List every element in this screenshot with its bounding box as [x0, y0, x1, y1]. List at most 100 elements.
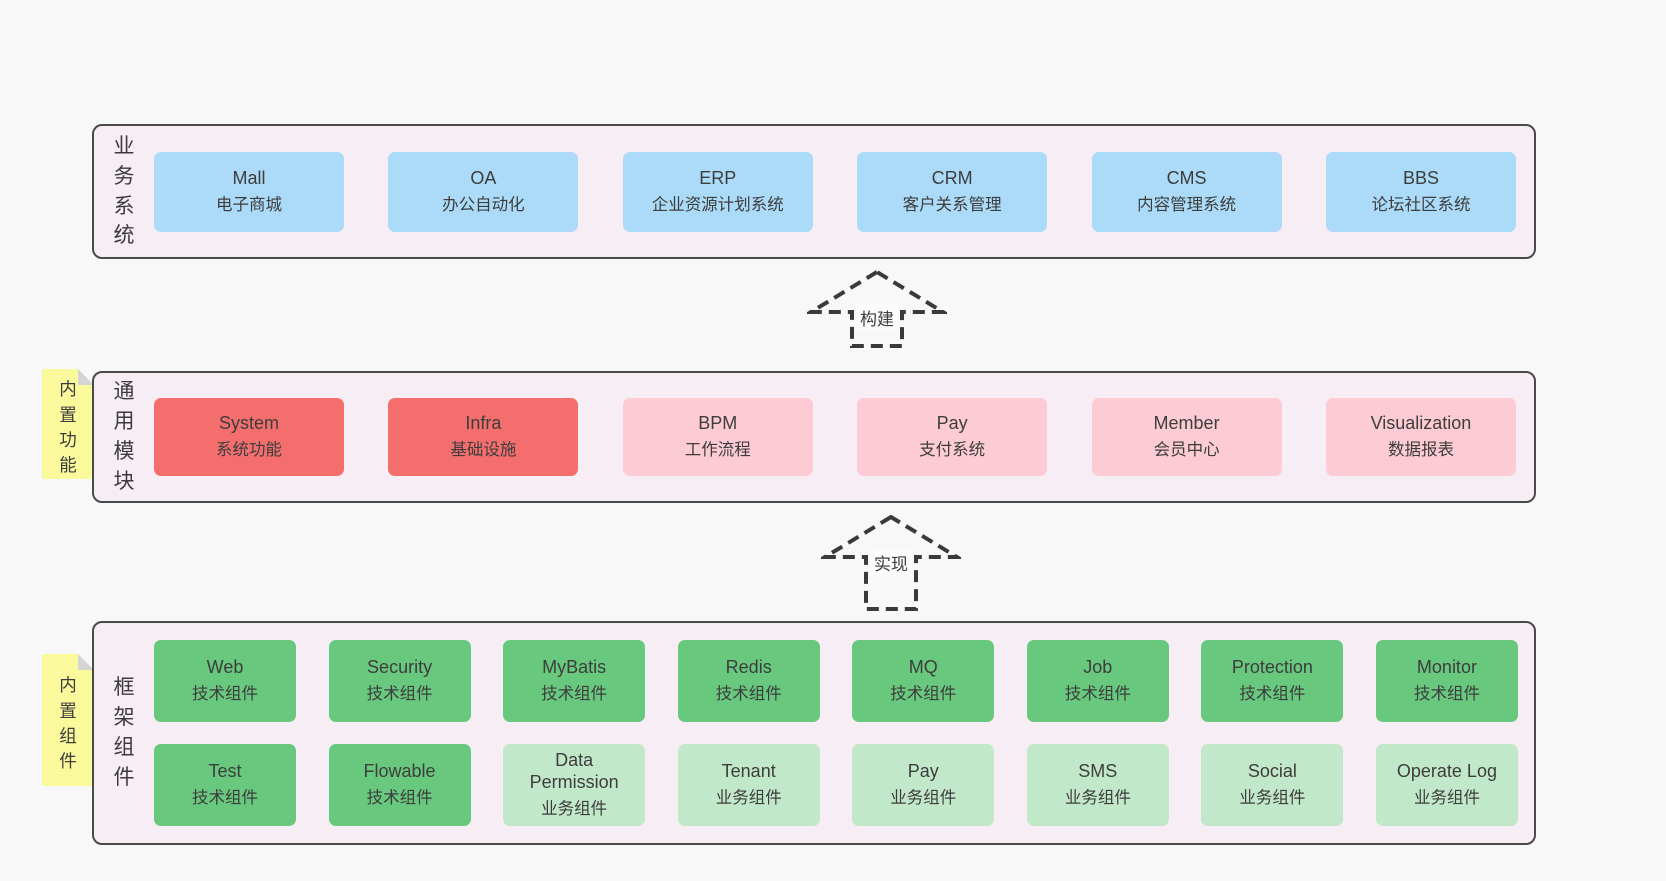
- arrow-implement: 实现: [821, 515, 961, 611]
- box-title: MQ: [908, 657, 938, 678]
- box-monitor: Monitor 技术组件: [1375, 640, 1518, 722]
- box-protection: Protection 技术组件: [1201, 640, 1344, 722]
- box-title: Mall: [232, 167, 266, 188]
- box-subtitle: 业务组件: [541, 800, 608, 819]
- section-components-label-wrap: 框架组件: [94, 673, 154, 792]
- box-subtitle: 技术组件: [192, 789, 258, 808]
- box-title: ERP: [699, 167, 737, 188]
- box-title: CMS: [1166, 167, 1207, 188]
- sticky-note-builtin-components: 内置组件: [42, 654, 94, 786]
- arrow-build-label: 构建: [856, 304, 898, 331]
- box-subtitle: 业务组件: [1413, 789, 1480, 808]
- box-title: Redis: [725, 657, 772, 678]
- box-subtitle: 业务组件: [715, 789, 782, 808]
- box-subtitle: 企业资源计划系统: [651, 195, 784, 214]
- box-title: Data Permission: [529, 750, 619, 793]
- section-framework-components: 框架组件 Web 技术组件 Security 技术组件 MyBatis 技术组件…: [92, 621, 1536, 845]
- box-subtitle: 技术组件: [1239, 685, 1306, 704]
- box-title: Pay: [907, 761, 939, 782]
- box-oa: OA 办公自动化: [388, 151, 579, 232]
- box-subtitle: 技术组件: [541, 685, 608, 704]
- section-components-label: 框架组件: [113, 676, 135, 789]
- box-subtitle: 技术组件: [1064, 685, 1131, 704]
- box-title: Flowable: [363, 761, 436, 782]
- box-crm: CRM 客户关系管理: [857, 151, 1048, 232]
- box-title: Visualization: [1370, 413, 1472, 434]
- box-system: System 系统功能: [154, 398, 344, 476]
- arrow-implement-label: 实现: [870, 549, 912, 576]
- box-operate-log: Operate Log 业务组件: [1375, 744, 1518, 826]
- box-title: Tenant: [721, 761, 776, 782]
- box-bbs: BBS 论坛社区系统: [1325, 151, 1516, 232]
- section-business-label-wrap: 业务系统: [94, 132, 154, 251]
- box-flowable: Flowable 技术组件: [328, 744, 471, 826]
- box-subtitle: 技术组件: [366, 789, 433, 808]
- box-title: Member: [1153, 413, 1220, 434]
- box-title: Monitor: [1416, 657, 1477, 678]
- box-subtitle: 业务组件: [1239, 789, 1306, 808]
- box-subtitle: 技术组件: [192, 685, 258, 704]
- arrow-build: 构建: [807, 270, 947, 348]
- box-title: BBS: [1402, 167, 1439, 188]
- box-web: Web 技术组件: [154, 640, 296, 722]
- note-text: 内置组件: [59, 675, 77, 772]
- box-title: SMS: [1078, 761, 1118, 782]
- box-subtitle: 数据报表: [1387, 441, 1454, 460]
- box-subtitle: 业务组件: [890, 789, 957, 808]
- box-redis: Redis 技术组件: [677, 640, 820, 722]
- box-security: Security 技术组件: [328, 640, 471, 722]
- box-subtitle: 技术组件: [1413, 685, 1480, 704]
- box-subtitle: 办公自动化: [442, 195, 525, 214]
- box-cms: CMS 内容管理系统: [1091, 151, 1282, 232]
- box-title: CRM: [931, 167, 973, 188]
- box-job: Job 技术组件: [1026, 640, 1169, 722]
- box-member: Member 会员中心: [1091, 398, 1282, 476]
- box-social: Social 业务组件: [1201, 744, 1344, 826]
- component-row-1: Web 技术组件 Security 技术组件 MyBatis 技术组件 Redi…: [154, 640, 1518, 722]
- section-business-systems: 业务系统 Mall 电子商城 OA 办公自动化 ERP 企业资源计划系统 CRM…: [92, 124, 1536, 259]
- box-mq: MQ 技术组件: [852, 640, 995, 722]
- box-subtitle: 系统功能: [216, 441, 282, 460]
- box-infra: Infra 基础设施: [388, 398, 579, 476]
- box-title: OA: [470, 167, 497, 188]
- box-test: Test 技术组件: [154, 744, 296, 826]
- box-subtitle: 客户关系管理: [902, 195, 1002, 214]
- box-title: System: [218, 413, 279, 434]
- component-rows: Web 技术组件 Security 技术组件 MyBatis 技术组件 Redi…: [154, 640, 1534, 826]
- box-pay-component: Pay 业务组件: [852, 744, 995, 826]
- box-data-permission: Data Permission 业务组件: [503, 744, 646, 826]
- box-erp: ERP 企业资源计划系统: [622, 151, 813, 232]
- box-pay-module: Pay 支付系统: [857, 398, 1048, 476]
- box-title: Test: [208, 761, 242, 782]
- box-subtitle: 业务组件: [1064, 789, 1131, 808]
- box-title: Pay: [936, 413, 968, 434]
- box-subtitle: 内容管理系统: [1137, 195, 1237, 214]
- box-title: Operate Log: [1396, 761, 1497, 782]
- box-mybatis: MyBatis 技术组件: [503, 640, 646, 722]
- box-title: BPM: [698, 413, 738, 434]
- box-subtitle: 基础设施: [450, 441, 517, 460]
- sticky-note-builtin-features: 内置功能: [42, 369, 94, 479]
- box-subtitle: 技术组件: [715, 685, 782, 704]
- box-visualization: Visualization 数据报表: [1325, 398, 1516, 476]
- box-title: MyBatis: [542, 657, 607, 678]
- note-text: 内置功能: [59, 379, 77, 476]
- box-subtitle: 工作流程: [684, 441, 751, 460]
- box-subtitle: 论坛社区系统: [1371, 195, 1471, 214]
- section-business-label: 业务系统: [113, 134, 135, 248]
- box-subtitle: 电子商城: [216, 195, 282, 214]
- box-title: Social: [1247, 761, 1297, 782]
- box-title: Web: [206, 657, 244, 678]
- section-common-modules: 通用模块 System 系统功能 Infra 基础设施 BPM 工作流程 Pay…: [92, 371, 1536, 503]
- box-title: Infra: [465, 413, 502, 434]
- module-boxes: System 系统功能 Infra 基础设施 BPM 工作流程 Pay 支付系统…: [154, 398, 1534, 476]
- box-subtitle: 支付系统: [919, 441, 986, 460]
- box-title: Security: [367, 657, 433, 678]
- component-row-2: Test 技术组件 Flowable 技术组件 Data Permission …: [154, 744, 1518, 826]
- box-sms: SMS 业务组件: [1026, 744, 1169, 826]
- box-tenant: Tenant 业务组件: [677, 744, 820, 826]
- dashed-up-arrow-icon: [821, 515, 961, 611]
- dashed-up-arrow-icon: [807, 270, 947, 348]
- box-bpm: BPM 工作流程: [622, 398, 813, 476]
